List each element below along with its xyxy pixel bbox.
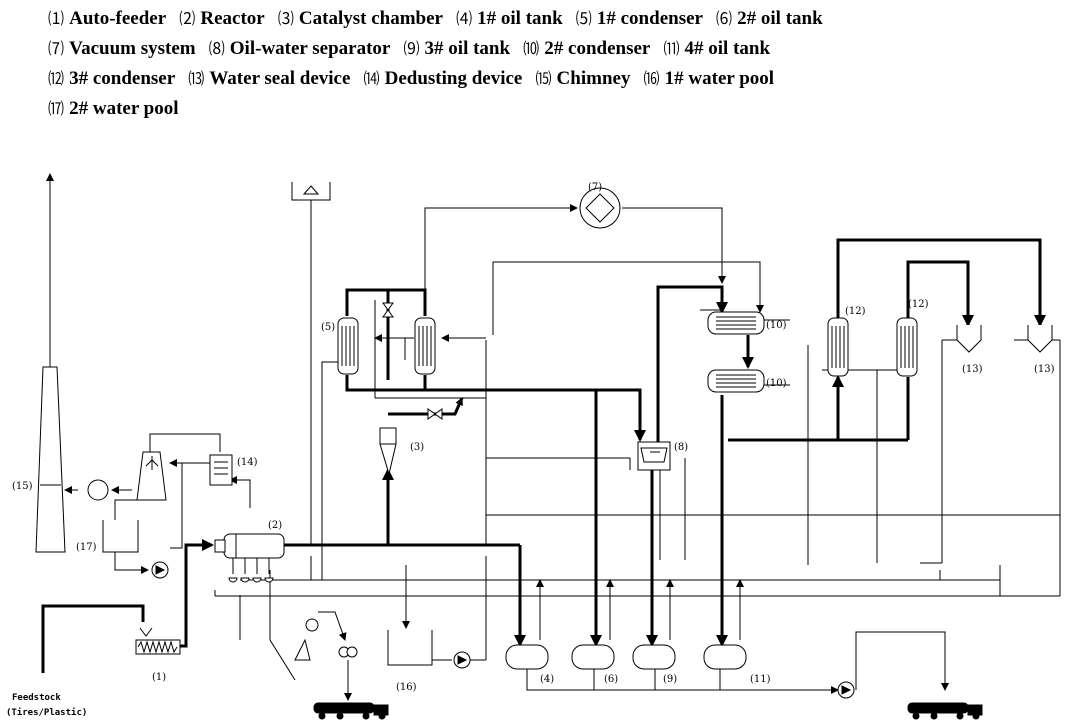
- condenser-3: [827, 317, 918, 377]
- label-7: (7): [588, 182, 602, 193]
- condenser-1: [337, 317, 436, 375]
- label-9: (9): [663, 674, 677, 685]
- label-15: (15): [12, 481, 33, 492]
- vent-hopper: [291, 182, 331, 201]
- label-12: (12): [845, 306, 866, 317]
- legend-item: ⑸ 1# condenser: [575, 8, 703, 29]
- legend-item: ⒃ 1# water pool: [643, 68, 775, 89]
- legend-item: ⑵ Reactor: [179, 8, 265, 29]
- label-13: (13): [962, 364, 983, 375]
- legend-item: ⑺ Vacuum system: [48, 38, 196, 59]
- water-seal-device: [956, 325, 1053, 353]
- legend-line-3: ⑿ 3# condenser ⒀ Water seal device ⒁ Ded…: [48, 64, 1058, 94]
- label-14: (14): [237, 457, 258, 468]
- label-4: (4): [540, 674, 554, 685]
- label-3: (3): [410, 442, 424, 453]
- legend-item: ⑽ 2# condenser: [523, 38, 651, 59]
- scrubber-tower: [136, 451, 167, 501]
- legend-item: ⑹ 2# oil tank: [716, 8, 823, 29]
- legend-item: ⒄ 2# water pool: [48, 98, 179, 119]
- legend-item: ⑷ 1# oil tank: [456, 8, 563, 29]
- label-11: (11): [750, 674, 771, 685]
- label-8: (8): [674, 442, 688, 453]
- vacuum-system: [579, 187, 621, 229]
- legend-item: ⒂ Chimney: [535, 68, 631, 89]
- legend-line-1: ⑴ Auto-feeder ⑵ Reactor ⑶ Catalyst chamb…: [48, 4, 1058, 34]
- auto-feeder: [135, 627, 181, 655]
- label-10: (10): [766, 320, 787, 331]
- label-1: (1): [152, 672, 166, 683]
- pump: [151, 561, 855, 699]
- oil-tank: [505, 644, 747, 670]
- feedstock-label: Feedstock (Tires/Plastic): [6, 693, 87, 718]
- slag-collector: [294, 618, 358, 661]
- label-10: (10): [766, 378, 787, 389]
- legend-item: ⑼ 3# oil tank: [403, 38, 511, 59]
- legend-item: ⑾ 4# oil tank: [663, 38, 771, 59]
- label-2: (2): [268, 520, 282, 531]
- fan: [87, 479, 109, 501]
- reactor: [214, 533, 285, 583]
- legend-line-4: ⒄ 2# water pool: [48, 94, 1058, 124]
- legend-item: ⒀ Water seal device: [188, 68, 351, 89]
- feedstock-label-line-2: (Tires/Plastic): [6, 707, 87, 718]
- legend-item: ⑶ Catalyst chamber: [277, 8, 443, 29]
- catalyst-chamber: [379, 427, 397, 476]
- legend-item: ⑻ Oil-water separator: [208, 38, 391, 59]
- legend: ⑴ Auto-feeder ⑵ Reactor ⑶ Catalyst chamb…: [48, 4, 1058, 124]
- legend-item: ⒁ Dedusting device: [363, 68, 523, 89]
- legend-item: ⑿ 3# condenser: [48, 68, 176, 89]
- thick-piping: [41, 238, 1046, 673]
- oil-water-separator: [637, 441, 671, 471]
- dedusting-device: [209, 454, 233, 486]
- label-5: (5): [321, 322, 335, 333]
- label-13: (13): [1034, 364, 1055, 375]
- chimney: [35, 366, 66, 553]
- water-pool-2: [102, 520, 139, 553]
- label-12: (12): [908, 299, 929, 310]
- tank-truck: [313, 702, 983, 720]
- thin-piping: [46, 173, 1061, 701]
- water-pool-1: [387, 630, 452, 666]
- legend-line-2: ⑺ Vacuum system ⑻ Oil-water separator ⑼ …: [48, 34, 1058, 64]
- label-17: (17): [76, 542, 97, 553]
- label-16: (16): [396, 682, 417, 693]
- legend-item: ⑴ Auto-feeder: [48, 8, 167, 29]
- label-6: (6): [604, 674, 618, 685]
- feedstock-label-line-1: Feedstock: [12, 693, 61, 703]
- condenser-2: [707, 311, 765, 393]
- equipment-labels: (1) (2) (3) (4) (5) (6) (7) (8) (9) (10)…: [12, 182, 1055, 693]
- valve: [382, 302, 443, 420]
